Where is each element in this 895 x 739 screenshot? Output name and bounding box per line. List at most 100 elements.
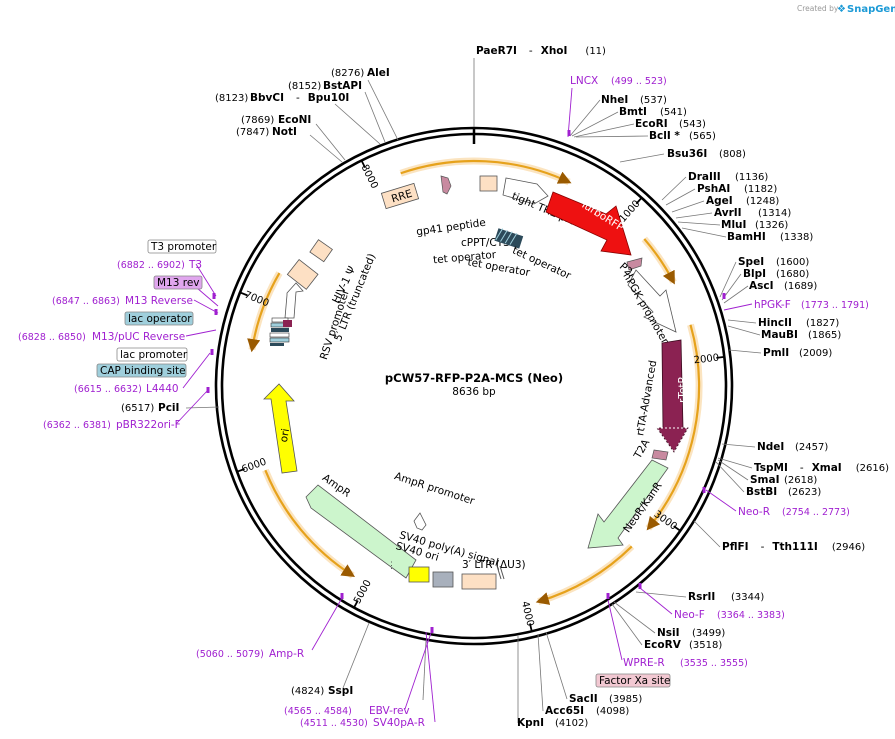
feature-turborfp[interactable]: TurboRFP [545,191,632,256]
site-noti[interactable]: NotI [272,126,297,138]
site-hincii[interactable]: HincII [758,317,792,329]
site-asci[interactable]: AscI [749,280,774,292]
site-tspmi[interactable]: TspMI - XmaI (2616) [754,458,889,475]
feature-cppt-shape[interactable] [479,175,498,192]
box-t3-promoter[interactable]: T3 promoter [150,241,217,253]
feature-ampr[interactable]: AmpR ⋮ [305,472,417,579]
box-m13-rev[interactable]: M13 rev [157,277,200,289]
leader-line [717,459,749,481]
site-ecori[interactable]: EcoRI [635,118,668,130]
svg-text:(6362 .. 6381): (6362 .. 6381) [43,420,111,431]
svg-text:(4565 .. 4584): (4565 .. 4584) [284,706,352,717]
svg-text:(1338): (1338) [780,232,813,243]
primer-pbr322ori-f[interactable]: pBR322ori-F [116,419,181,431]
feature-hiv-shape[interactable] [309,239,333,263]
site-rsrii[interactable]: RsrII [688,591,715,603]
site-bsu36i[interactable]: Bsu36I [667,148,707,160]
feature-rre[interactable]: RRE [380,182,420,210]
site-sspi[interactable]: SspI [328,685,353,697]
site-avrii[interactable]: AvrII [714,207,742,219]
primer-lncx[interactable]: LNCX [570,75,598,87]
feature-neor[interactable]: NeoR/KanR [587,459,669,549]
site-draiii[interactable]: DraIII [688,171,721,183]
feature-tre-shape[interactable] [502,177,549,205]
primer-leader [607,599,623,661]
primer-t3[interactable]: T3 [188,259,202,271]
site-kpni[interactable]: KpnI [517,717,544,729]
svg-text:(4098): (4098) [596,706,629,717]
box-lac-promoter[interactable]: lac promoter [120,349,188,361]
site-bmti[interactable]: BmtI [619,106,647,118]
feature-rsv-shape[interactable] [284,282,304,319]
site-bstapi[interactable]: BstAPI [323,80,362,92]
site-mlui[interactable]: MluI [721,219,746,231]
site-ndei[interactable]: NdeI [757,441,784,453]
site-smai[interactable]: SmaI [750,474,780,486]
feature-ori[interactable]: ori [263,383,298,474]
site-sacii[interactable]: SacII [569,693,598,705]
feature-tet-operators[interactable] [494,228,524,249]
svg-text:(8123): (8123) [215,93,248,104]
site-econi[interactable]: EcoNI [278,114,311,126]
feature-sv40ori-shape[interactable] [408,566,430,583]
svg-text:(4824): (4824) [291,686,324,697]
box-lac-operator[interactable]: lac operator [128,313,192,325]
site-bstbi[interactable]: BstBI [746,486,777,498]
tick-mark [673,525,681,532]
site-nsii[interactable]: NsiI [657,627,680,639]
feature-ltr5-shape[interactable] [286,258,319,290]
leader-line [717,457,753,469]
site-pmli[interactable]: PmlI [763,347,789,359]
site-nhei[interactable]: NheI [601,94,628,106]
site-pshai[interactable]: PshAI [697,183,730,195]
box-factor-xa-site[interactable]: Factor Xa site [599,675,670,687]
box-cap-binding-site[interactable]: CAP binding site [100,365,186,377]
tick-mark [716,356,725,359]
primer-amp-r[interactable]: Amp-R [269,648,304,660]
primer-l4440[interactable]: L4440 [146,383,179,395]
leader-line [334,103,381,145]
primer-sv40pa-r[interactable]: SV40pA-R [373,717,425,729]
feature-sv40pa-shape[interactable] [432,571,454,588]
primer-m13-puc-reverse[interactable]: M13/pUC Reverse [92,331,185,343]
leader-line [619,153,665,163]
site-agei[interactable]: AgeI [706,195,733,207]
primer-neo-r[interactable]: Neo-R [738,506,770,518]
leader-line [573,123,635,138]
credit-brand: SnapGene [847,4,895,15]
site-alei[interactable]: AleI [367,67,390,79]
primer-site-mark [722,293,726,299]
primer-ebv-rev[interactable]: EBV-rev [369,705,410,717]
primer-wpre-r[interactable]: WPRE-R [623,657,665,669]
site-maubi[interactable]: MauBI [761,329,798,341]
feature-ori-label: ori [278,428,292,444]
leader-line [723,285,749,304]
site-bcli[interactable]: BclI * [649,130,680,142]
site-spei[interactable]: SpeI [738,256,764,268]
feature-hpgk-shape[interactable] [627,269,677,333]
primer-m13-reverse[interactable]: M13 Reverse [125,295,193,307]
primer-hpgk-f[interactable]: hPGK-F [754,299,791,311]
feature-t2a-label: T2A [631,437,652,462]
svg-text:(2623): (2623) [788,487,821,498]
site-acc65i[interactable]: Acc65I [545,705,584,717]
svg-text:(3535 .. 3555): (3535 .. 3555) [680,658,748,669]
site-pflfi[interactable]: PflFI - Tth111I (2946) [722,537,865,554]
feature-lac-elements[interactable] [269,317,292,346]
site-bbvci[interactable]: BbvCI - Bpu10I [250,88,349,105]
feature-p2a-shape[interactable] [626,257,643,271]
feature-gp41-shape[interactable] [440,175,452,195]
primer-neo-f[interactable]: Neo-F [674,609,705,621]
site-ecorv[interactable]: EcoRV [644,639,682,651]
tick-mark [529,623,533,632]
feature-t2a-shape[interactable] [651,449,669,461]
site-pcii[interactable]: PciI [158,402,179,414]
feature-rtetr[interactable]: rTetR [656,339,689,453]
leader-line [677,221,721,226]
feature-ltr3-shape[interactable] [461,573,497,590]
feature-ampr-prom-shape[interactable] [413,512,427,531]
site-paer7i[interactable]: PaeR7I - XhoI (11) [476,41,606,58]
site-blpi[interactable]: BlpI [743,268,766,280]
boxed-labels: T3 promoter M13 rev lac operator lac pro… [96,239,670,688]
site-bamhi[interactable]: BamHI [727,231,766,243]
